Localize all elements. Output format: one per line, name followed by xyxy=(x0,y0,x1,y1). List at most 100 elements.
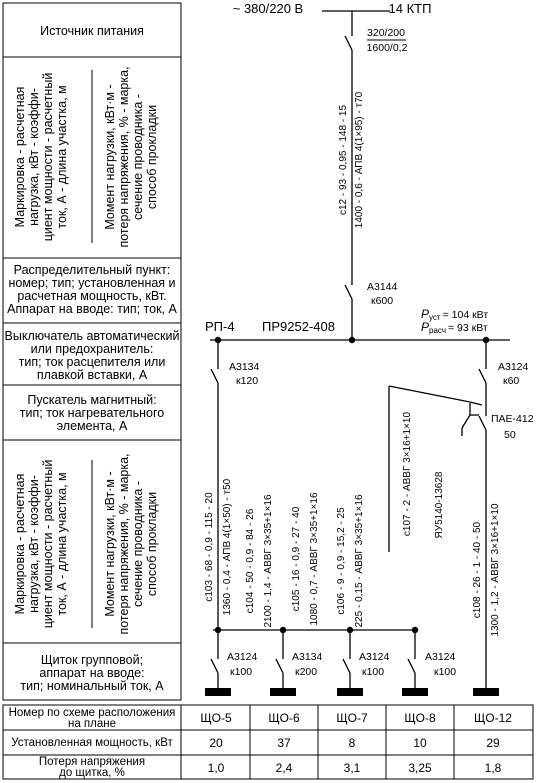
cable-c103-line1: с103 - 68 - 0,9 - 115 - 20 xyxy=(204,492,215,602)
cable-c105-line2: 1080 - 0,7 - АВВГ 3×35+1×16 xyxy=(309,492,320,625)
rp-type: ПР9252-408 xyxy=(262,319,335,334)
right-breaker-current: к60 xyxy=(503,375,519,387)
cable-c108-line2: 1300 - 1,2 - АВВГ 3×16+1×10 xyxy=(490,503,501,636)
left-row-breaker-4: плавкой вставки, А xyxy=(37,368,148,382)
left-row-group-3: тип; номинальный ток, А xyxy=(20,679,164,693)
left-row-marking-2c: циент мощности - расчетный xyxy=(41,460,55,629)
table-col-3-power: 8 xyxy=(349,736,356,750)
table-col-1-name: ЩО-5 xyxy=(200,711,232,725)
starter-contact xyxy=(478,415,487,431)
left-row-rp-2: номер; тип; установленная и xyxy=(8,276,175,290)
group-breaker-2-type: А3134 xyxy=(292,651,323,663)
left-row-rp-1: Распределительный пункт: xyxy=(14,263,171,277)
load-marker-shho-5 xyxy=(205,688,231,696)
cable-c105-line1: с105 - 16 - 0,9 - 27 - 40 xyxy=(291,506,302,611)
rp-p-ust: Pуст= 104 кВт xyxy=(421,307,488,322)
cable-c104-line1: с104 - 50 - 0,9 - 84 - 26 xyxy=(245,508,256,613)
left-row-marking-2a: Маркировка - расчетная xyxy=(13,474,27,615)
table-col-3-name: ЩО-7 xyxy=(336,711,368,725)
table-col-2-power: 37 xyxy=(277,736,291,750)
main-breaker-type: А3144 xyxy=(367,281,398,293)
table-label-number-2: на плане xyxy=(68,718,116,730)
main-feeder-line2: 1400 - 0,6 - АПВ 4(1×95) - т70 xyxy=(354,91,365,228)
table-col-5-loss: 1,8 xyxy=(485,761,502,775)
left-branch-breaker-switch xyxy=(210,368,219,384)
starter-current: 50 xyxy=(504,429,516,441)
table-col-4-loss: 3,25 xyxy=(408,761,432,775)
left-row-starter-1: Пускатель магнитный: xyxy=(27,393,156,407)
starter-box-type: ЯУ5140-13628 xyxy=(434,471,445,538)
cable-c107: с107 - 2 - АВВГ 3×16+1×10 xyxy=(402,412,413,537)
left-row-rp-4: Аппарат на вводе: тип; ток, А xyxy=(7,302,177,316)
table-col-5-power: 29 xyxy=(486,736,500,750)
load-marker-shho-8 xyxy=(402,688,428,696)
left-row-moment-1d: способ прокладки xyxy=(145,105,159,209)
transformer-top: 320/200 xyxy=(367,27,405,39)
rp-p-rasch: Pрасч= 93 кВт xyxy=(421,320,488,335)
cable-c103-line2: 1360 - 0,4 - АПВ 4(1×50) - т50 xyxy=(222,478,233,615)
table-label-power: Установленная мощность, кВт xyxy=(11,737,173,749)
table-col-3-loss: 3,1 xyxy=(344,761,361,775)
left-row-marking-2b: нагрузка, кВт - коэффи- xyxy=(27,475,41,613)
left-row-rp-3: расчетная мощность, кВт. xyxy=(17,289,166,303)
group-breaker-2-current: к200 xyxy=(295,666,317,678)
left-row-marking-1c: циент мощности - расчетный xyxy=(41,73,55,242)
group-breaker-3-current: к100 xyxy=(362,666,384,678)
substation-name: 14 КТП xyxy=(389,1,432,16)
load-marker-shho-6 xyxy=(270,688,296,696)
left-panel-frame xyxy=(2,2,182,701)
left-row-breaker-2: или предохранитель: xyxy=(31,342,154,356)
load-marker-shho-7 xyxy=(337,688,363,696)
left-row-starter-2: тип; ток нагревательного xyxy=(20,406,164,420)
transformer-bottom: 1600/0,2 xyxy=(367,42,408,54)
group-breaker-1-type: А3124 xyxy=(227,651,258,663)
table-label-loss-2: до щитка, % xyxy=(59,767,125,779)
left-row-moment-2a: Момент нагрузки, кВт·м - xyxy=(103,471,117,616)
left-row-group-1: Щиток групповой; xyxy=(41,653,143,667)
left-row-moment-2b: потеря напряжения, % - марка, xyxy=(117,453,131,634)
rp-junction-dot xyxy=(348,336,356,344)
table-col-1-loss: 1,0 xyxy=(208,761,225,775)
table-col-4-power: 10 xyxy=(413,736,427,750)
right-branch-breaker-switch xyxy=(478,368,487,384)
transformer-switch xyxy=(344,35,353,51)
source-voltage: ~ 380/220 В xyxy=(233,1,303,16)
left-row-moment-1a: Момент нагрузки, кВт·м - xyxy=(103,84,117,229)
left-row-marking-1a: Маркировка - расчетная xyxy=(13,87,27,228)
left-row-source: Источник питания xyxy=(40,24,144,38)
cable-c104-line2: 2100 - 1,4 - АВВГ 3×35+1×16 xyxy=(263,494,274,627)
rp-number: РП-4 xyxy=(205,319,235,334)
group-breaker-1-current: к100 xyxy=(230,666,252,678)
main-breaker-current: к600 xyxy=(371,295,393,307)
left-row-moment-2d: способ прокладки xyxy=(145,492,159,596)
left-row-breaker-3: тип; ток расцепителя или xyxy=(19,355,166,369)
starter-type: ПАЕ-412 xyxy=(491,413,534,425)
left-row-moment-1c: сечение проводника - xyxy=(131,94,145,220)
table-col-5-name: ЩО-12 xyxy=(474,711,512,725)
cable-c106-line1: с106 - 9 - 0,9 - 15,2 - 25 xyxy=(336,507,347,615)
table-col-2-loss: 2,4 xyxy=(276,761,293,775)
table-label-loss-1: Потеря напряжения xyxy=(39,756,145,768)
left-row-marking-1b: нагрузка, кВт - коэффи- xyxy=(27,88,41,226)
left-row-marking-1d: ток, А - длина участка, м xyxy=(55,85,69,228)
left-row-marking-2d: ток, А - длина участка, м xyxy=(55,472,69,615)
left-row-moment-1b: потеря напряжения, % - марка, xyxy=(117,66,131,247)
main-breaker-switch xyxy=(344,284,353,300)
left-row-starter-3: элемента, А xyxy=(57,419,128,433)
left-row-moment-2c: сечение проводника - xyxy=(131,481,145,607)
load-marker-shho-12 xyxy=(473,688,499,696)
group-breaker-4-current: к100 xyxy=(434,666,456,678)
left-row-breaker-1: Выключатель автоматический xyxy=(5,329,180,343)
group-breaker-4-type: А3124 xyxy=(425,651,456,663)
main-feeder-line1: с12 - 93 - 0,95 - 148 - 15 xyxy=(338,105,349,216)
cable-c108-line1: с108 - 26 - 1 - 40 - 50 xyxy=(472,521,483,618)
table-col-1-power: 20 xyxy=(209,736,223,750)
table-col-4-name: ЩО-8 xyxy=(404,711,436,725)
cable-c106-line2: 225 - 0,15 - АВВГ 3×35+1×16 xyxy=(354,494,365,627)
left-row-group-2: аппарат на вводе: xyxy=(39,666,144,680)
table-label-number-1: Номер по схеме расположения xyxy=(9,707,176,719)
right-breaker-type: А3124 xyxy=(498,361,529,373)
table-col-2-name: ЩО-6 xyxy=(268,711,300,725)
group-breaker-3-type: А3124 xyxy=(359,651,390,663)
